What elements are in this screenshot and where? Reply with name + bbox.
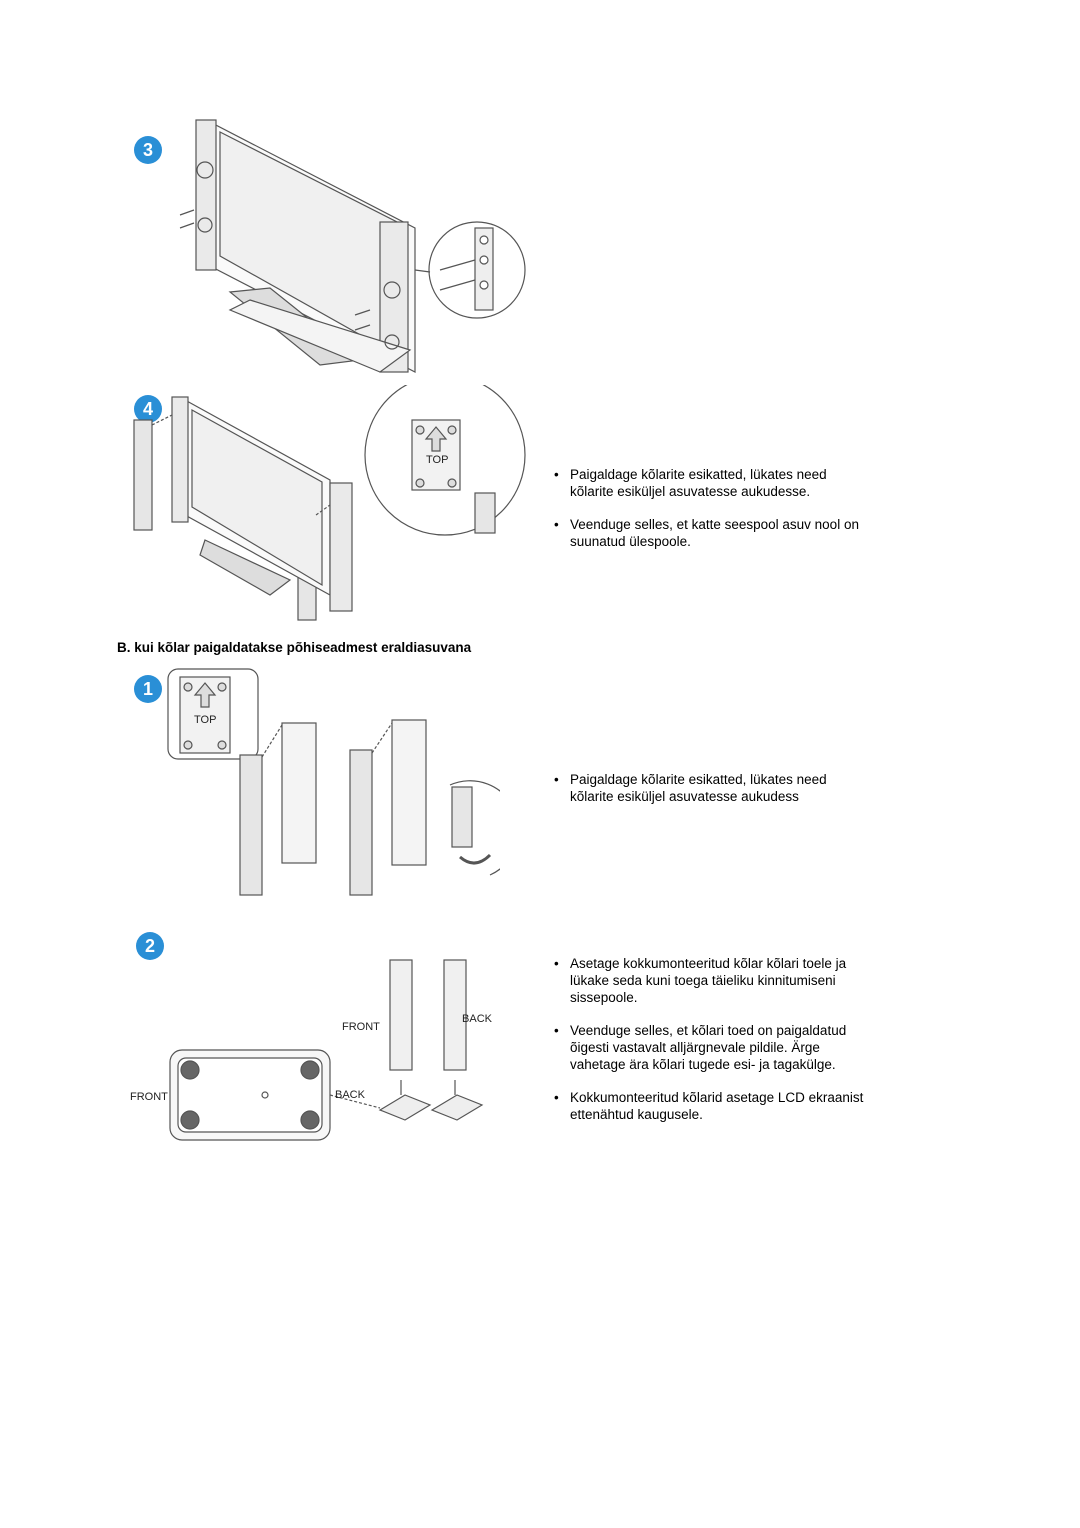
list-item: Kokkumonteeritud kõlarid asetage LCD ekr… <box>550 1089 870 1123</box>
front-label-bottom: FRONT <box>130 1091 168 1103</box>
list-item: Asetage kokkumonteeritud kõlar kõlari to… <box>550 955 870 1006</box>
section-b-heading: B. kui kõlar paigaldatakse põhiseadmest … <box>117 640 472 655</box>
figure-b-step-2: 2 FRONT BACK FRONT BACK <box>130 930 500 1145</box>
list-item: Paigaldage kõlarite esikatted, lükates n… <box>550 771 870 805</box>
list-item: Paigaldage kõlarite esikatted, lükates n… <box>550 466 870 500</box>
step-3-badge: 3 <box>134 136 162 164</box>
figure-step-3: 3 <box>130 110 530 380</box>
b-step-1-bullet-list: Paigaldage kõlarite esikatted, lükates n… <box>550 771 870 821</box>
top-label: TOP <box>426 454 448 466</box>
step-4-badge: 4 <box>134 395 162 423</box>
back-label-bottom: BACK <box>335 1089 366 1101</box>
b-step-2-number: 2 <box>145 936 155 956</box>
back-label-top: BACK <box>462 1013 493 1025</box>
figure-b-step-1: 1 TOP <box>130 665 500 905</box>
top-label-b1: TOP <box>194 714 216 726</box>
step-4-bullet-list: Paigaldage kõlarite esikatted, lükates n… <box>550 466 870 566</box>
b-step-2-bullet-list: Asetage kokkumonteeritud kõlar kõlari to… <box>550 955 870 1139</box>
step-3-number: 3 <box>143 140 153 160</box>
b-step-1-number: 1 <box>143 679 153 699</box>
step-4-number: 4 <box>143 399 153 419</box>
figure-step-4: 4 TOP <box>130 385 530 625</box>
list-item: Veenduge selles, et kõlari toed on paiga… <box>550 1022 870 1073</box>
b-step-1-badge: 1 <box>134 675 162 703</box>
list-item: Veenduge selles, et katte seespool asuv … <box>550 516 870 550</box>
front-label-top: FRONT <box>342 1021 380 1033</box>
b-step-2-badge: 2 <box>136 932 164 960</box>
